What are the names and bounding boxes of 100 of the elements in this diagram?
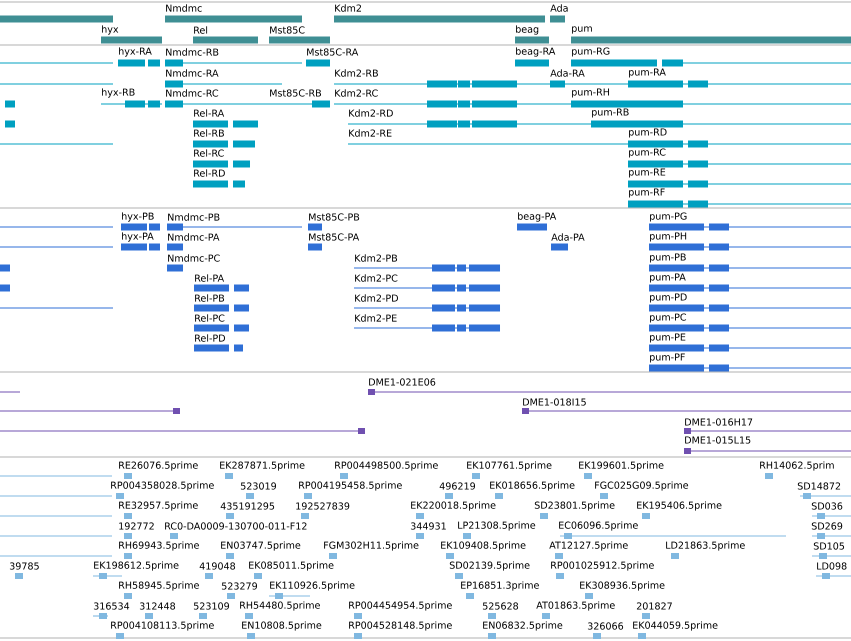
feature-label: 523109 <box>194 602 230 610</box>
feature-label: Kdm2-RB <box>335 69 378 77</box>
feature-label: pum-PB <box>650 254 686 262</box>
feature-label: SD269 <box>812 522 842 530</box>
feature-label: pum-RH <box>572 88 609 98</box>
feature-label: RP004108113.5prime <box>111 621 214 631</box>
feature-label: FGM302H11.5prime <box>324 541 418 551</box>
feature-label: EK085011.5prime <box>249 561 334 571</box>
feature-label: RP001025912.5prime <box>551 561 654 571</box>
feature-label: RP004195458.5prime <box>299 481 402 491</box>
feature-label: EK198612.5prime <box>94 561 178 571</box>
feature-label: DME1-021E06 <box>369 378 436 386</box>
feature-label: SD23801.5prime <box>534 501 615 511</box>
feature-label: RE26076.5prime <box>119 461 198 471</box>
feature-label: Kdm2-RE <box>349 129 392 137</box>
feature-label: RH14062.5prim <box>760 461 834 471</box>
feature-label: RP004454954.5prime <box>349 601 452 611</box>
feature-label: 525628 <box>482 602 518 610</box>
feature-label: Mst85C-RB <box>270 89 322 97</box>
feature-label: pum-PF <box>650 354 685 362</box>
feature-label: Rel-RD <box>194 169 225 177</box>
feature-label: Nmdmc-PA <box>168 233 220 241</box>
feature-label: Rel-PB <box>195 294 224 302</box>
feature-label: RP004528148.5prime <box>349 621 452 631</box>
feature-label: Nmdmc-RB <box>166 48 218 56</box>
feature-label: EK044059.5prime <box>633 621 718 631</box>
feature-label: Rel <box>194 26 208 34</box>
feature-label: 312448 <box>140 602 176 610</box>
feature-label: Kdm2-PB <box>355 254 398 262</box>
feature-label: 201827 <box>636 602 672 610</box>
feature-label: 496219 <box>440 482 476 490</box>
feature-label: Kdm2-PD <box>355 294 398 302</box>
feature-label: pum-PG <box>650 212 686 222</box>
feature-label: Mst85C-PA <box>309 233 360 241</box>
feature-label: beag <box>516 25 538 35</box>
feature-label: 435191295 <box>220 502 274 510</box>
feature-label: SD02139.5prime <box>450 561 530 571</box>
feature-label: pum-RB <box>592 108 629 118</box>
feature-label: LD21863.5prime <box>666 541 745 551</box>
feature-label: EK199601.5prime <box>579 461 664 471</box>
feature-label: pum-PD <box>650 294 687 302</box>
feature-label: Mst85C <box>270 26 304 34</box>
feature-label: hyx-PA <box>122 232 154 242</box>
feature-label: 39785 <box>10 562 39 570</box>
feature-label: hyx-RB <box>102 88 135 98</box>
feature-label: Ada-PA <box>551 233 585 241</box>
feature-label: 523019 <box>240 482 276 490</box>
feature-label: pum-RE <box>629 168 666 178</box>
feature-label: EN03747.5prime <box>221 541 300 551</box>
feature-label: RH54480.5prime <box>240 601 320 611</box>
feature-label: pum-RC <box>629 148 666 158</box>
feature-label: EK195406.5prime <box>637 501 722 511</box>
feature-label: EK110926.5prime <box>270 581 354 591</box>
feature-label: EK018656.5prime <box>490 481 574 491</box>
feature-label: DME1-018I15 <box>523 398 586 406</box>
feature-label: EK109408.5prime <box>441 541 526 551</box>
feature-label: Nmdmc-PB <box>168 213 220 221</box>
feature-label: RH69943.5prime <box>119 541 199 551</box>
feature-label: EK220018.5prime <box>411 501 496 511</box>
feature-label: Nmdmc <box>166 4 202 12</box>
feature-label: pum-PC <box>650 313 686 323</box>
feature-label: beag-RA <box>516 47 556 57</box>
feature-label: hyx-RA <box>119 47 152 57</box>
feature-label: RH58945.5prime <box>119 581 199 591</box>
feature-label: EC06096.5prime <box>559 521 638 531</box>
feature-label: EN06832.5prime <box>483 621 562 631</box>
feature-label: 316534 <box>94 602 130 610</box>
feature-label: pum-RD <box>629 128 667 138</box>
feature-label: Rel-RA <box>194 109 224 117</box>
feature-label: AT12127.5prime <box>549 541 628 551</box>
feature-label: RP004358028.5prime <box>111 481 214 491</box>
feature-label: Kdm2-PE <box>355 314 397 322</box>
feature-label: Rel-RC <box>194 149 224 157</box>
feature-label: 326066 <box>588 622 624 630</box>
feature-label: Kdm2-PC <box>355 274 398 282</box>
feature-label: DME1-016H17 <box>685 418 752 426</box>
feature-label: pum-RG <box>572 47 610 57</box>
feature-label: Rel-RB <box>194 129 224 137</box>
feature-label: Kdm2 <box>335 4 361 12</box>
feature-label: EP16851.3prime <box>461 581 539 591</box>
feature-label: 344931 <box>410 522 446 530</box>
feature-label: Nmdmc-RA <box>166 69 218 77</box>
feature-label: 523279 <box>222 582 258 590</box>
feature-label: Ada-RA <box>550 69 585 77</box>
feature-label: Kdm2-RC <box>335 89 378 97</box>
feature-label: AT01863.5prime <box>536 601 615 611</box>
feature-label: SD105 <box>814 542 844 550</box>
feature-label: Kdm2-RD <box>349 109 393 117</box>
feature-label: RE32957.5prime <box>119 501 198 511</box>
feature-label: Rel-PD <box>195 334 225 342</box>
feature-label: Nmdmc-RC <box>166 89 218 97</box>
feature-label: pum-RA <box>629 68 666 78</box>
feature-label: pum-PA <box>650 274 686 282</box>
feature-label: hyx-PB <box>122 212 154 222</box>
feature-label: LP21308.5prime <box>458 521 536 531</box>
feature-label: 419048 <box>200 562 236 570</box>
feature-label: LD098 <box>817 562 846 570</box>
feature-label: Mst85C-RA <box>307 48 358 56</box>
feature-label: EK107761.5prime <box>467 461 552 471</box>
feature-label: RC0-DA0009-130700-011-F12 <box>165 522 306 530</box>
